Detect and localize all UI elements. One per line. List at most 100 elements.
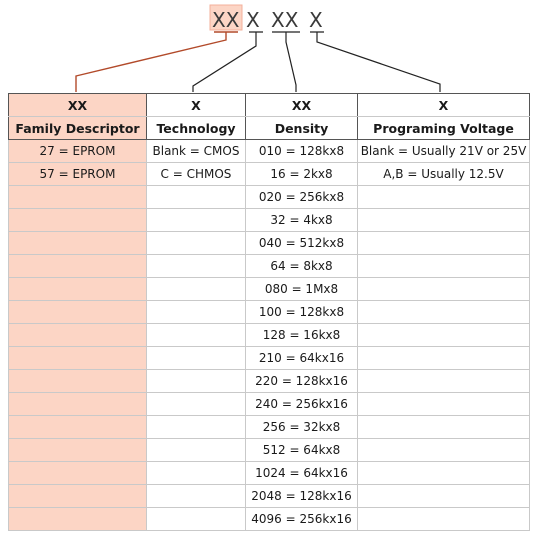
col-code-family: XX bbox=[8, 93, 147, 117]
table-row: 220 = 128kx16 bbox=[8, 369, 530, 393]
density-cell: 128 = 16kx8 bbox=[245, 323, 358, 347]
technology-cell: Blank = CMOS bbox=[146, 139, 246, 163]
table-row: 2048 = 128kx16 bbox=[8, 484, 530, 508]
family-cell bbox=[8, 438, 147, 462]
voltage-cell bbox=[357, 277, 530, 301]
part-number-table: XX X XX X Family Descriptor Technology D… bbox=[8, 93, 530, 531]
voltage-cell bbox=[357, 438, 530, 462]
density-cell: 210 = 64kx16 bbox=[245, 346, 358, 370]
connector-technology bbox=[192, 31, 263, 92]
density-cell: 220 = 128kx16 bbox=[245, 369, 358, 393]
col-code-technology: X bbox=[146, 93, 246, 117]
technology-cell bbox=[146, 254, 246, 278]
technology-cell bbox=[146, 185, 246, 209]
voltage-cell bbox=[357, 392, 530, 416]
technology-cell bbox=[146, 415, 246, 439]
voltage-cell: Blank = Usually 21V or 25V bbox=[357, 139, 530, 163]
voltage-cell bbox=[357, 415, 530, 439]
density-cell: 16 = 2kx8 bbox=[245, 162, 358, 186]
table-row: 4096 = 256kx16 bbox=[8, 507, 530, 531]
code-group-voltage: X bbox=[309, 8, 323, 32]
table-row: 32 = 4kx8 bbox=[8, 208, 530, 232]
technology-cell bbox=[146, 369, 246, 393]
family-cell bbox=[8, 415, 147, 439]
voltage-cell bbox=[357, 185, 530, 209]
technology-cell bbox=[146, 507, 246, 531]
table-row: 020 = 256kx8 bbox=[8, 185, 530, 209]
density-cell: 040 = 512kx8 bbox=[245, 231, 358, 255]
technology-cell bbox=[146, 484, 246, 508]
code-group-density: XX bbox=[271, 8, 299, 32]
density-cell: 240 = 256kx16 bbox=[245, 392, 358, 416]
voltage-cell bbox=[357, 208, 530, 232]
density-cell: 64 = 8kx8 bbox=[245, 254, 358, 278]
family-cell bbox=[8, 254, 147, 278]
voltage-cell bbox=[357, 346, 530, 370]
density-cell: 1024 = 64kx16 bbox=[245, 461, 358, 485]
density-cell: 100 = 128kx8 bbox=[245, 300, 358, 324]
technology-cell bbox=[146, 208, 246, 232]
table-row: 100 = 128kx8 bbox=[8, 300, 530, 324]
density-cell: 32 = 4kx8 bbox=[245, 208, 358, 232]
table-row: 256 = 32kx8 bbox=[8, 415, 530, 439]
family-cell bbox=[8, 300, 147, 324]
table-row: 64 = 8kx8 bbox=[8, 254, 530, 278]
technology-cell bbox=[146, 346, 246, 370]
family-cell: 27 = EPROM bbox=[8, 139, 147, 163]
family-cell bbox=[8, 392, 147, 416]
technology-cell bbox=[146, 438, 246, 462]
density-cell: 4096 = 256kx16 bbox=[245, 507, 358, 531]
technology-cell bbox=[146, 392, 246, 416]
table-row: 128 = 16kx8 bbox=[8, 323, 530, 347]
col-title-density: Density bbox=[245, 116, 358, 140]
table-row: 080 = 1Mx8 bbox=[8, 277, 530, 301]
technology-cell bbox=[146, 231, 246, 255]
voltage-cell bbox=[357, 323, 530, 347]
code-group-family: XX bbox=[212, 8, 240, 32]
technology-cell bbox=[146, 323, 246, 347]
code-connector-diagram: XX X XX X bbox=[75, 4, 441, 92]
density-cell: 256 = 32kx8 bbox=[245, 415, 358, 439]
technology-cell bbox=[146, 277, 246, 301]
family-cell bbox=[8, 484, 147, 508]
density-cell: 512 = 64kx8 bbox=[245, 438, 358, 462]
col-title-voltage: Programing Voltage bbox=[357, 116, 530, 140]
family-cell bbox=[8, 277, 147, 301]
family-cell bbox=[8, 208, 147, 232]
family-cell bbox=[8, 185, 147, 209]
density-cell: 010 = 128kx8 bbox=[245, 139, 358, 163]
voltage-cell bbox=[357, 231, 530, 255]
family-cell bbox=[8, 231, 147, 255]
table-row: 240 = 256kx16 bbox=[8, 392, 530, 416]
voltage-cell bbox=[357, 484, 530, 508]
table-row: 210 = 64kx16 bbox=[8, 346, 530, 370]
col-title-technology: Technology bbox=[146, 116, 246, 140]
technology-cell bbox=[146, 461, 246, 485]
connector-voltage bbox=[310, 31, 441, 92]
voltage-cell bbox=[357, 461, 530, 485]
voltage-cell bbox=[357, 507, 530, 531]
voltage-cell bbox=[357, 300, 530, 324]
family-cell bbox=[8, 507, 147, 531]
connector-density bbox=[272, 31, 300, 92]
connector-family bbox=[75, 31, 238, 92]
table-row: 040 = 512kx8 bbox=[8, 231, 530, 255]
col-code-voltage: X bbox=[357, 93, 530, 117]
voltage-cell bbox=[357, 254, 530, 278]
table-row: 1024 = 64kx16 bbox=[8, 461, 530, 485]
code-group-technology: X bbox=[246, 8, 260, 32]
voltage-cell: A,B = Usually 12.5V bbox=[357, 162, 530, 186]
col-code-density: XX bbox=[245, 93, 358, 117]
col-title-family: Family Descriptor bbox=[8, 116, 147, 140]
family-cell bbox=[8, 461, 147, 485]
family-cell bbox=[8, 369, 147, 393]
technology-cell: C = CHMOS bbox=[146, 162, 246, 186]
table-row: 512 = 64kx8 bbox=[8, 438, 530, 462]
density-cell: 080 = 1Mx8 bbox=[245, 277, 358, 301]
technology-cell bbox=[146, 300, 246, 324]
family-cell: 57 = EPROM bbox=[8, 162, 147, 186]
